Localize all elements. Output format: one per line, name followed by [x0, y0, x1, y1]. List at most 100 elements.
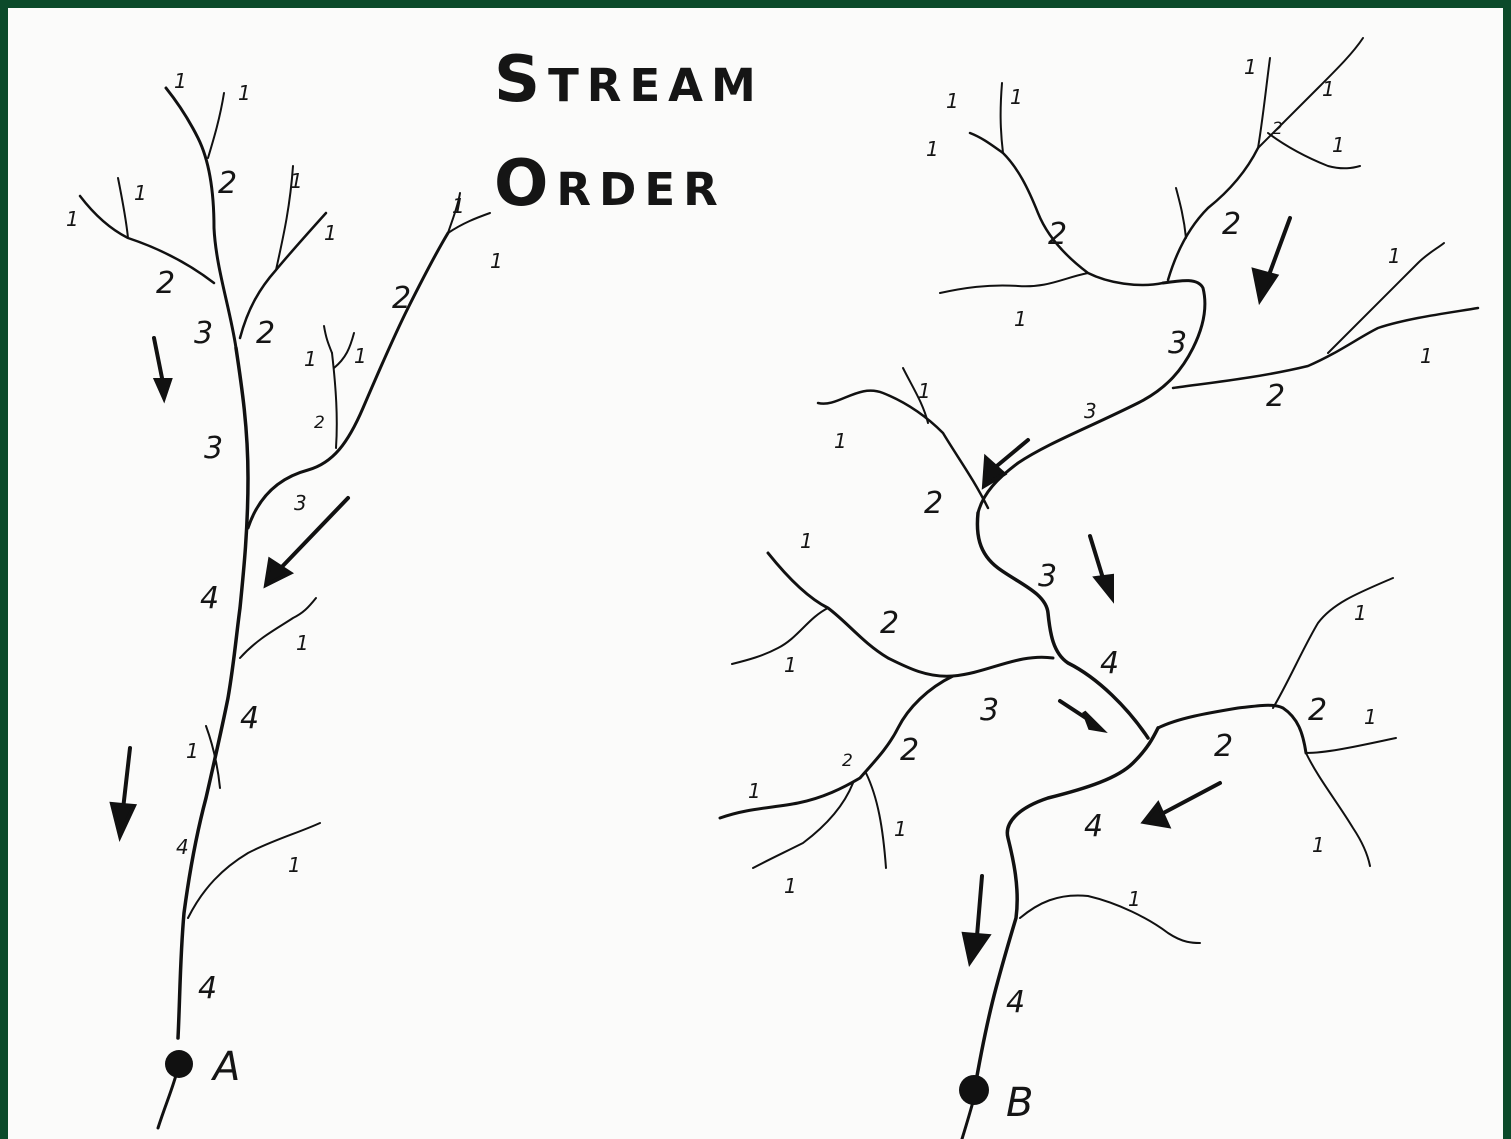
stream-order-label: 3 [1038, 559, 1057, 594]
flow-arrow [112, 748, 134, 836]
stream-order-label: 2 [256, 316, 275, 351]
stream-order-label: 4 [176, 835, 189, 859]
stream-order-label: 2 [314, 413, 325, 433]
flow-arrow [964, 876, 988, 962]
stream-network-b: B [720, 38, 1478, 1139]
stream-segment-order-1 [866, 773, 886, 868]
stream-order-label: 2 [842, 751, 853, 771]
stream-order-label: 1 [490, 249, 503, 273]
stream-order-label: 3 [294, 491, 307, 515]
stream-order-label: 1 [784, 874, 797, 898]
stream-segment-order-1 [1176, 188, 1186, 238]
stream-order-label: 2 [900, 733, 919, 768]
stream-order-label: 4 [200, 581, 219, 616]
stream-order-label: 1 [1322, 77, 1335, 101]
stream-segment-order-3 [166, 88, 236, 348]
stream-segment-order-1 [753, 783, 853, 868]
stream-order-label: 1 [1128, 887, 1141, 911]
stream-segment-order-1 [208, 93, 224, 158]
figure-frame: A 2 1 1 1 1 1 1 2 3 2 [8, 8, 1503, 1139]
stream-order-label: 2 [1308, 693, 1327, 728]
stream-order-label: 4 [1100, 646, 1119, 681]
stream-order-label: 4 [198, 971, 217, 1006]
stream-segment-order-1 [1001, 83, 1003, 153]
stream-segment-order-1 [118, 178, 128, 238]
flow-arrow [1254, 218, 1290, 300]
stream-order-label: 1 [174, 69, 187, 93]
stream-order-label: 1 [894, 817, 907, 841]
stream-order-label: 1 [918, 379, 931, 403]
stream-segment-order-1 [206, 726, 220, 788]
stream-order-label: 1 [1312, 833, 1325, 857]
outlet-label-b: B [1006, 1080, 1033, 1126]
flow-arrow [1090, 536, 1112, 598]
flow-arrow [1144, 783, 1220, 826]
stream-segment-order-2 [80, 196, 214, 283]
stream-segment-order-1 [1306, 738, 1396, 753]
stream-network-a: A 2 1 1 1 1 1 1 2 3 2 [66, 69, 503, 1128]
stream-order-label: 1 [452, 194, 465, 218]
stream-order-label: 1 [1332, 133, 1345, 157]
stream-order-label: 1 [800, 529, 813, 553]
stream-order-label: 2 [1214, 729, 1233, 764]
stream-order-label: 2 [924, 486, 943, 521]
stream-segment-order-1 [334, 333, 354, 368]
stream-order-label: 1 [304, 347, 317, 371]
stream-order-label: 1 [1420, 344, 1433, 368]
stream-order-label: 2 [392, 281, 411, 316]
stream-order-label: 2 [218, 166, 237, 201]
stream-order-label: 1 [1014, 307, 1027, 331]
stream-order-label: 1 [66, 207, 79, 231]
stream-order-label: 3 [204, 431, 223, 466]
stream-order-label: 3 [194, 316, 213, 351]
outlet-point-a [165, 1050, 193, 1078]
stream-order-label: 1 [1388, 244, 1401, 268]
stream-segment-order-3 [768, 553, 1053, 676]
stream-segment-order-1 [324, 326, 332, 353]
stream-segment-order-2 [240, 213, 326, 338]
stream-order-label: 1 [134, 181, 147, 205]
flow-arrow [984, 440, 1028, 486]
title-line-1: Stream [494, 28, 764, 132]
stream-order-label: 1 [926, 137, 939, 161]
stream-segment-order-1 [940, 273, 1088, 293]
stream-order-label: 1 [1354, 601, 1367, 625]
stream-order-label: 1 [238, 81, 251, 105]
stream-order-label: 1 [288, 853, 301, 877]
stream-segment-order-1 [1258, 58, 1270, 148]
stream-segment-order-1 [1020, 895, 1200, 943]
stream-order-label: 1 [290, 169, 303, 193]
flow-arrow [266, 498, 348, 585]
stream-order-label: 1 [1010, 85, 1023, 109]
flow-arrow [154, 338, 170, 398]
stream-order-label: 1 [784, 653, 797, 677]
stream-segment-order-1 [1328, 243, 1444, 353]
stream-order-label: 2 [1222, 207, 1241, 242]
stream-order-label: 1 [946, 89, 959, 113]
stream-order-label: 3 [1084, 399, 1097, 423]
stream-order-label: 1 [296, 631, 309, 655]
stream-order-label: 2 [1048, 217, 1067, 252]
stream-order-label: 1 [354, 344, 367, 368]
stream-order-label: 1 [324, 221, 337, 245]
stream-order-label: 2 [156, 266, 175, 301]
stream-order-label: 2 [1272, 119, 1283, 139]
stream-order-label: 1 [1244, 55, 1257, 79]
diagram-title: Stream Order [494, 28, 764, 236]
stream-order-label: 4 [1084, 809, 1103, 844]
stream-segment-order-3 [248, 233, 448, 528]
stream-order-label: 4 [240, 701, 259, 736]
stream-order-label: 3 [1168, 326, 1187, 361]
outlet-label-a: A [210, 1044, 240, 1090]
stream-order-label: 2 [880, 606, 899, 641]
stream-segment-order-1 [1273, 578, 1393, 708]
stream-order-label: 1 [186, 739, 199, 763]
stream-segment-order-2 [970, 133, 1163, 285]
outlet-point-b [959, 1075, 989, 1105]
stream-segment-order-1 [732, 608, 828, 664]
stream-segment-order-3 [978, 281, 1205, 513]
stream-order-label: 3 [980, 693, 999, 728]
stream-order-label: 2 [1266, 379, 1285, 414]
title-line-2: Order [494, 132, 764, 236]
stream-order-label: 4 [1006, 985, 1025, 1020]
